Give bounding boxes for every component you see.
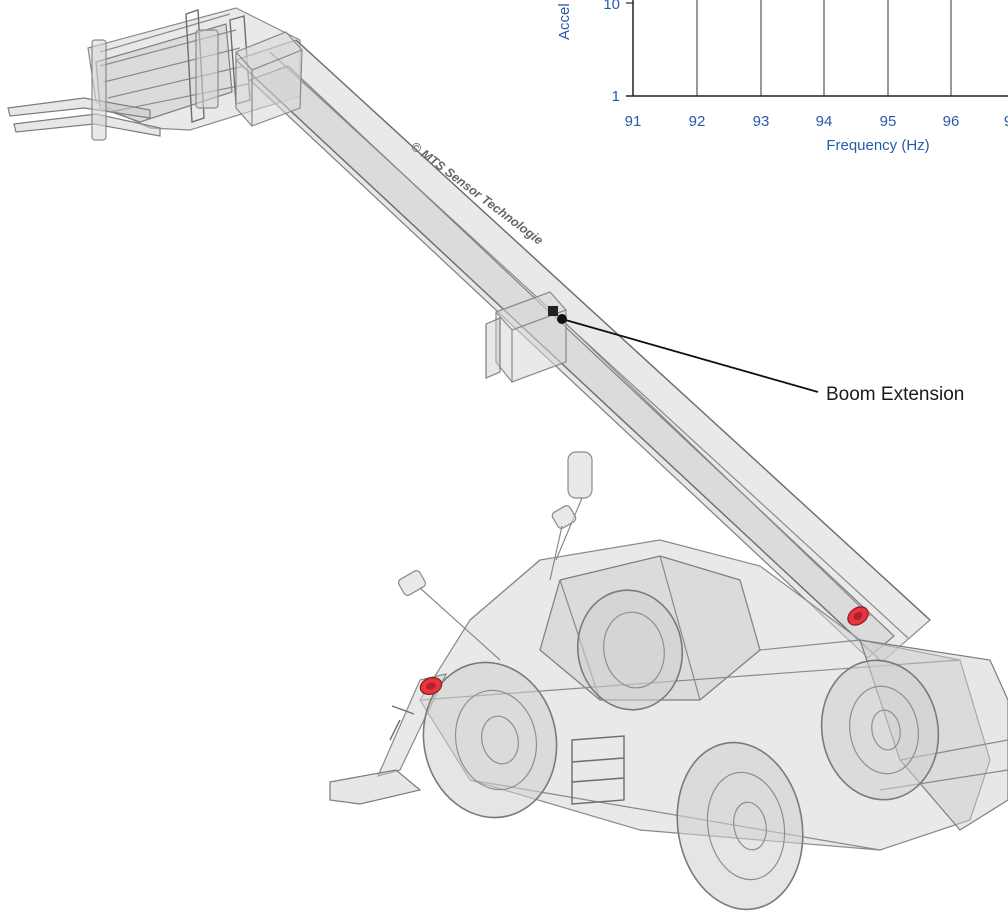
telescopic-boom [234,31,931,663]
callout-label: Boom Extension [826,384,964,405]
chart-x-tick-label: 96 [943,113,960,130]
callout-leader-line [561,318,819,393]
wheel-rear-left [576,589,684,711]
wheel-rear-right [820,659,940,801]
chart-x-tick-label: 91 [625,113,642,130]
sensor-ring-stabiliser [419,676,443,696]
sensor-ring-boom [847,606,869,626]
telehandler-machine [7,7,1008,911]
chart-x-tick-label: 95 [880,113,897,130]
wheel-front-right [676,741,804,911]
chart-x-tick-label: 93 [753,113,770,130]
wheel-front-left [422,661,558,819]
chart-y-axis-label: Accel [556,3,573,40]
chart-y-tick-10: 10 [603,0,620,13]
frequency-chart: Accel 10 1 91 92 93 94 95 96 9 Frequency… [556,0,1008,154]
chart-x-axis-label: Frequency (Hz) [826,137,929,154]
chart-x-tick-label: 92 [689,113,706,130]
chart-x-tick-label: 9 [1004,113,1008,130]
chart-x-tick-label: 94 [816,113,833,130]
chart-y-tick-1: 1 [612,88,620,105]
stabiliser-leg [329,673,448,805]
boom-extension-callout: Boom Extension [561,318,964,405]
